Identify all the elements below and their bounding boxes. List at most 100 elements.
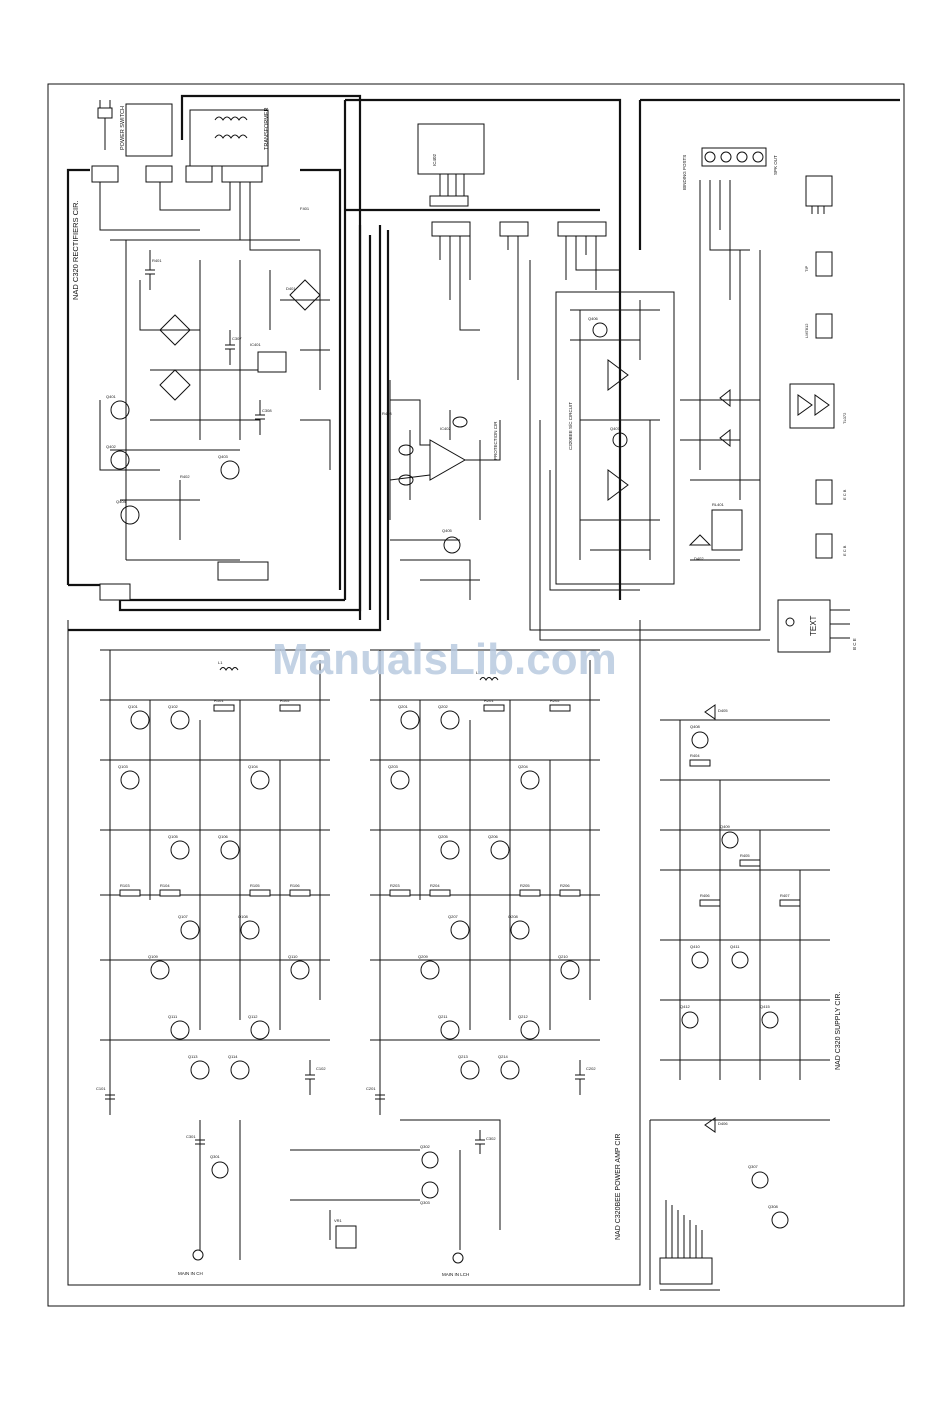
power-amp-title: NAD C320BEE POWER AMP CIR — [615, 1134, 622, 1240]
transistor-q213-icon — [460, 1060, 480, 1080]
pinout-opamp-icon — [789, 383, 835, 429]
pinout-bce-label: B C E — [852, 638, 857, 650]
label-r205: R205 — [520, 883, 530, 888]
connector-cn402 — [145, 165, 173, 183]
label-l1: L1 — [218, 660, 223, 665]
label-q410: Q410 — [690, 944, 701, 949]
transistor-q307-icon — [751, 1171, 769, 1189]
label-r405: R405 — [740, 853, 750, 858]
transistor-q211-icon — [440, 1020, 460, 1040]
transistor-q206-icon — [490, 840, 510, 860]
label-q112: Q112 — [248, 1014, 258, 1019]
supply-title: NAD C320 SUPPLY CIR. — [835, 992, 842, 1070]
label-c308: C308 — [262, 408, 272, 413]
label-q106: Q106 — [218, 834, 229, 839]
label-r202: R202 — [550, 698, 560, 703]
relay-output-block: BINDING POSTS SPK OUT RL401 D402 — [638, 98, 900, 561]
resistor-r406 — [699, 899, 721, 907]
label-q207: Q207 — [448, 914, 459, 919]
label-q214: Q214 — [498, 1054, 509, 1059]
connector-rect-out — [217, 561, 269, 581]
label-q303: Q303 — [420, 1200, 431, 1205]
label-q407: Q407 — [610, 426, 621, 431]
label-c201: C201 — [366, 1086, 376, 1091]
label-q211: Q211 — [438, 1014, 448, 1019]
label-q205: Q205 — [438, 834, 449, 839]
bridge-rectifier-2-icon — [159, 369, 191, 401]
label-l2: L2 — [476, 670, 481, 675]
diode-d404-icon — [719, 428, 731, 448]
opamp-sc-1-icon — [607, 359, 629, 391]
main-in-lch-label: MAIN IN LCH — [442, 1272, 469, 1277]
label-q415: Q415 — [760, 1004, 771, 1009]
sc-circuit-block: C320BEE S/C CIRCUIT Q406 Q407 — [555, 291, 675, 585]
transistor-q207-icon — [450, 920, 470, 940]
pinout-text-package — [777, 599, 831, 653]
binding-post-1-icon — [704, 151, 716, 163]
label-q103: Q103 — [118, 764, 129, 769]
pinout-lm7812-icon — [815, 313, 833, 339]
label-r406: R406 — [700, 893, 710, 898]
pinout-tip-icon — [815, 251, 833, 277]
transistor-q212-icon — [520, 1020, 540, 1040]
resistor-r205 — [519, 889, 541, 897]
label-q404: Q404 — [116, 499, 127, 504]
label-q403: Q403 — [218, 454, 229, 459]
label-c301: C301 — [186, 1134, 196, 1139]
transistor-q402-icon — [110, 450, 130, 470]
transistor-q102-icon — [170, 710, 190, 730]
transformer-box — [189, 109, 269, 167]
main-in-ch-label: MAIN IN CH — [178, 1271, 203, 1276]
connector-cn406 — [417, 123, 485, 175]
connector-cn403 — [185, 165, 213, 183]
rectifiers-block: NAD C320 RECTIFIERS CIR. POWER SWITCH TR… — [66, 94, 362, 612]
label-q405: Q405 — [442, 528, 453, 533]
transistor-q111-icon — [170, 1020, 190, 1040]
capacitor-c201-icon — [375, 1080, 385, 1115]
label-q201: Q201 — [398, 704, 409, 709]
resistor-r405 — [739, 859, 761, 867]
label-d401: D401 — [286, 286, 296, 291]
transistor-q301-icon — [211, 1161, 229, 1179]
transistor-q409-icon — [721, 831, 739, 849]
label-c202: C202 — [586, 1066, 596, 1071]
label-ic401: IC401 — [250, 342, 261, 347]
label-q101: Q101 — [128, 704, 139, 709]
transistor-q204-icon — [520, 770, 540, 790]
input-jack-lch-icon — [192, 1249, 204, 1261]
resistor-r201 — [483, 704, 505, 712]
resistor-r203 — [389, 889, 411, 897]
transistor-q412-icon — [681, 1011, 699, 1029]
transistor-q101-icon — [130, 710, 150, 730]
label-q114: Q114 — [228, 1054, 238, 1059]
pinout-ecb-b: E C B — [842, 545, 847, 556]
opamp-protection-icon — [429, 439, 467, 481]
capacitor-c102-icon — [305, 1060, 315, 1095]
transistor-q210-icon — [560, 960, 580, 980]
label-r402: R402 — [180, 474, 190, 479]
transistor-q410-icon — [691, 951, 709, 969]
regulator-lm7812 — [257, 351, 287, 373]
label-r203: R203 — [390, 883, 400, 888]
transistor-q113-icon — [190, 1060, 210, 1080]
label-q105: Q105 — [168, 834, 179, 839]
diode-d406-icon — [704, 1117, 716, 1133]
resistor-r206 — [559, 889, 581, 897]
label-d402: D402 — [694, 556, 704, 561]
label-q302: Q302 — [420, 1144, 431, 1149]
pinout-text-label: TEXT — [809, 615, 818, 636]
label-vr1: VR1 — [334, 1218, 343, 1223]
label-q401: Q401 — [106, 394, 117, 399]
resistor-r105 — [249, 889, 271, 897]
inductor-l1-icon — [219, 667, 239, 671]
mounting-hole-icon — [785, 617, 795, 627]
connector-cn409 — [499, 221, 529, 237]
transistor-q404-icon — [120, 505, 140, 525]
label-q409: Q409 — [720, 824, 731, 829]
label-c102: C102 — [316, 1066, 326, 1071]
rectifiers-title: NAD C320 RECTIFIERS CIR. — [71, 200, 80, 300]
pinout-ecb-a: E C B — [842, 489, 847, 500]
label-q412: Q412 — [680, 1004, 691, 1009]
volume-pot-vr1 — [335, 1225, 357, 1249]
